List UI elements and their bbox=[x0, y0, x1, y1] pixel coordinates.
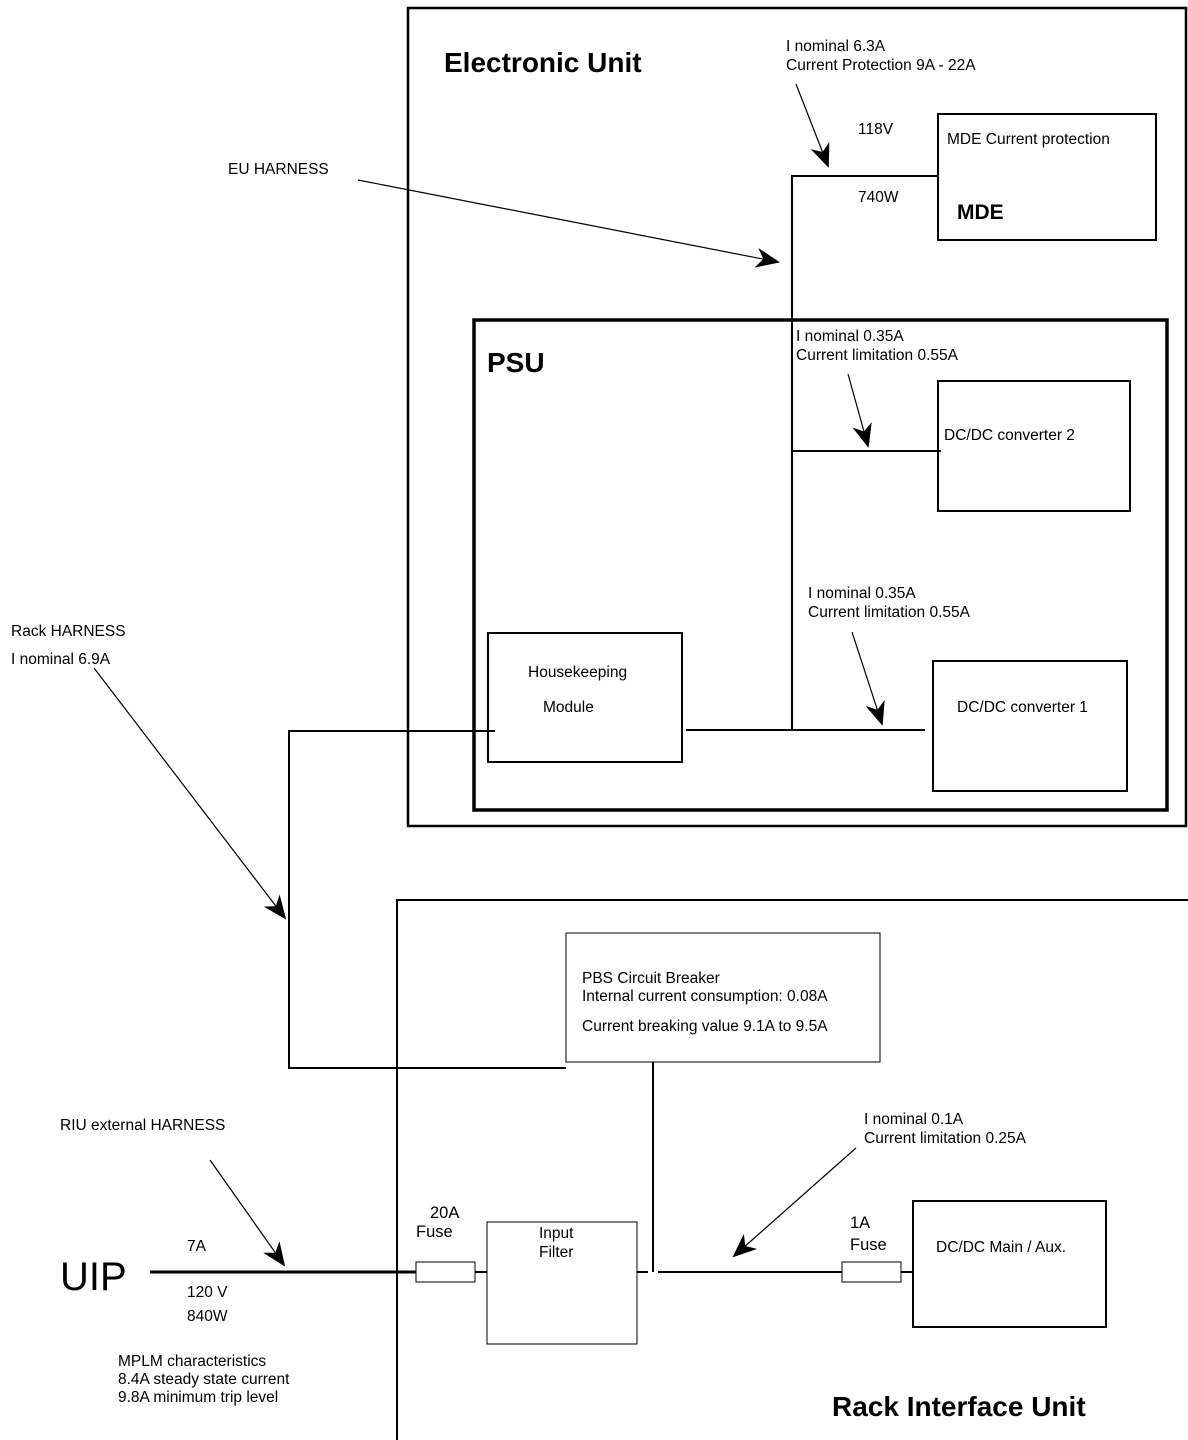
mde-protection: Current Protection 9A - 22A bbox=[786, 57, 976, 74]
dcdc2-limitation: Current limitation 0.55A bbox=[796, 347, 959, 364]
rack-harness-line2: I nominal 6.9A bbox=[11, 651, 111, 668]
uip-voltage: 120 V bbox=[187, 1284, 228, 1301]
mde-box-title: MDE Current protection bbox=[947, 131, 1110, 148]
pbs-line3: Current breaking value 9.1A to 9.5A bbox=[582, 1018, 828, 1035]
riu-dcdc-callout-arrow bbox=[732, 1147, 857, 1258]
input-filter-box bbox=[486, 1221, 638, 1345]
mde-callout-arrow bbox=[795, 83, 830, 168]
mplm-line3: 9.8A minimum trip level bbox=[118, 1389, 278, 1406]
eu-harness-label: EU HARNESS bbox=[228, 161, 329, 178]
riu-harness-label: RIU external HARNESS bbox=[60, 1117, 225, 1134]
dcdc1-box bbox=[932, 660, 1128, 792]
fuse-20a-line1: 20A bbox=[430, 1204, 459, 1222]
dcdc2-i-nominal: I nominal 0.35A bbox=[796, 328, 904, 345]
uip-power: 840W bbox=[187, 1308, 228, 1325]
fuse-1a-symbol bbox=[841, 1261, 902, 1283]
fuse-20a-line2: Fuse bbox=[416, 1223, 453, 1241]
housekeeping-line1: Housekeeping bbox=[528, 664, 627, 681]
fuse-1a-line2: Fuse bbox=[850, 1236, 887, 1254]
mplm-line2: 8.4A steady state current bbox=[118, 1371, 290, 1388]
mde-label: MDE bbox=[957, 201, 1004, 224]
psu-title: PSU bbox=[487, 347, 545, 378]
input-filter-line1: Input bbox=[539, 1225, 574, 1242]
rack-harness-arrow bbox=[93, 667, 287, 920]
wiring bbox=[150, 175, 941, 1274]
riu-harness-arrow bbox=[209, 1159, 286, 1267]
input-filter-line2: Filter bbox=[539, 1244, 573, 1261]
dcdc2-box bbox=[937, 380, 1131, 512]
dcdc1-limitation: Current limitation 0.55A bbox=[808, 604, 971, 621]
housekeeping-box bbox=[487, 632, 683, 763]
riu-dcdc-limitation: Current limitation 0.25A bbox=[864, 1130, 1027, 1147]
housekeeping-line2: Module bbox=[543, 699, 594, 716]
uip-current: 7A bbox=[187, 1238, 207, 1255]
dcdc2-label: DC/DC converter 2 bbox=[944, 427, 1075, 444]
electronic-unit-title: Electronic Unit bbox=[444, 47, 642, 78]
mplm-line1: MPLM characteristics bbox=[118, 1353, 266, 1370]
rack-interface-unit-title: Rack Interface Unit bbox=[832, 1391, 1086, 1422]
dcdc2-callout-arrow bbox=[847, 373, 872, 448]
pbs-box bbox=[565, 932, 881, 1063]
uip-label: UIP bbox=[60, 1255, 127, 1299]
dcdc1-callout-arrow bbox=[851, 631, 885, 726]
eu-harness-arrow bbox=[357, 179, 780, 268]
dcdc1-label: DC/DC converter 1 bbox=[957, 699, 1088, 716]
mde-i-nominal: I nominal 6.3A bbox=[786, 38, 886, 55]
electronic-unit-box bbox=[406, 6, 1188, 828]
mde-voltage: 118V bbox=[858, 121, 894, 138]
pbs-line2: Internal current consumption: 0.08A bbox=[582, 988, 828, 1005]
psu-box bbox=[472, 318, 1169, 812]
pbs-line1: PBS Circuit Breaker bbox=[582, 970, 720, 987]
dcdc1-i-nominal: I nominal 0.35A bbox=[808, 585, 916, 602]
riu-dcdc-box bbox=[912, 1200, 1107, 1328]
fuse-1a-line1: 1A bbox=[850, 1214, 870, 1232]
fuse-20a-symbol bbox=[415, 1261, 476, 1283]
rack-harness-line1: Rack HARNESS bbox=[11, 623, 126, 640]
riu-dcdc-label: DC/DC Main / Aux. bbox=[936, 1239, 1066, 1256]
riu-dcdc-i-nominal: I nominal 0.1A bbox=[864, 1111, 964, 1128]
rack-interface-unit-box bbox=[396, 899, 1188, 1440]
mde-power: 740W bbox=[858, 189, 899, 206]
